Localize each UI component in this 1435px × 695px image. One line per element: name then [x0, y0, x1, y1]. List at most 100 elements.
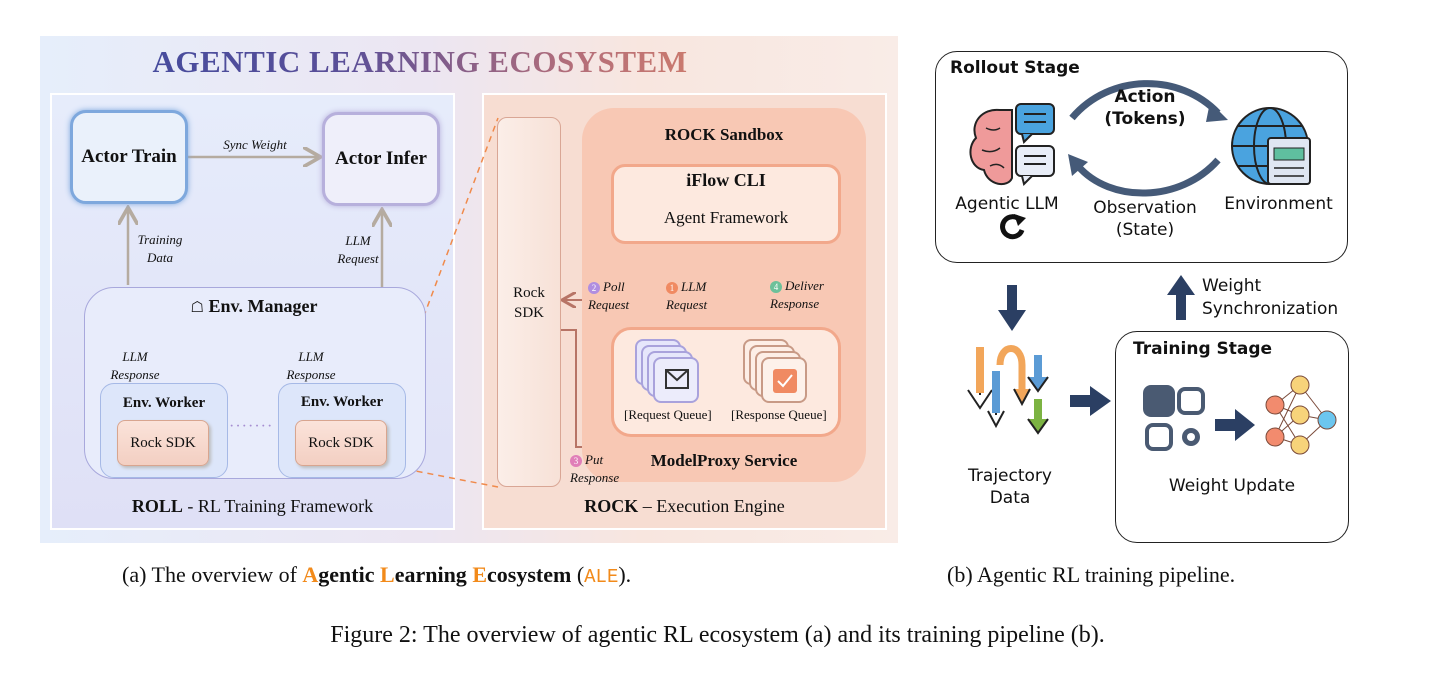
step-1-line2: Request — [666, 297, 708, 312]
weight-sync-label: Weight Synchronization — [1202, 275, 1352, 321]
rock-sdk-label: Rock SDK — [497, 283, 561, 323]
refresh-icon — [1000, 214, 1026, 240]
roll-footer-bold: ROLL — [131, 496, 183, 516]
pipeline-arrows — [967, 275, 1195, 435]
environment-label: Environment — [1224, 194, 1333, 214]
caption-a-letter-a: A — [302, 562, 319, 587]
rollout-illustration — [969, 80, 1311, 240]
step-3-badge: 3 — [570, 455, 582, 468]
response-queue-icon — [743, 339, 807, 403]
trajectory-line1: Trajectory — [968, 466, 1052, 486]
neural-network-icon — [1265, 375, 1337, 455]
observation-label: Observation (State) — [1080, 197, 1210, 241]
training-data-line2: Data — [147, 250, 173, 265]
caption-a-open: ( — [571, 562, 585, 587]
trajectory-icon — [967, 345, 1049, 435]
llm-request-label: LLM Request — [328, 232, 388, 268]
request-queue-icon — [635, 339, 699, 403]
llm-request-line2: Request — [337, 251, 379, 266]
caption-a-prefix: (a) The overview of — [122, 562, 303, 587]
step-4-badge: 4 — [770, 281, 782, 294]
llm-response-right-line2: Response — [286, 367, 336, 382]
step-1-badge: 1 — [666, 282, 678, 295]
hierarchy-icon: ☖ — [190, 300, 204, 316]
caption-a: (a) The overview of Agentic Learning Eco… — [122, 562, 631, 588]
rock-sdk-left: Rock SDK — [117, 420, 209, 466]
step-3-line2: Response — [570, 470, 620, 485]
step-2-line2: Request — [588, 297, 630, 312]
iflow-cli-title: iFlow CLI — [686, 170, 766, 190]
step-4-line2: Response — [770, 296, 820, 311]
action-arrowhead — [1206, 102, 1228, 122]
rock-sdk-line1: Rock — [513, 285, 545, 301]
roll-footer: ROLL - RL Training Framework — [50, 496, 455, 517]
observation-line2: (State) — [1115, 220, 1175, 240]
step-3-line1: Put — [585, 452, 604, 467]
figure-caption: Figure 2: The overview of agentic RL eco… — [330, 622, 1105, 648]
caption-a-letter-l: L — [380, 562, 395, 587]
llm-response-right-label: LLM Response — [276, 348, 346, 384]
llm-request-line1: LLM — [345, 233, 371, 248]
workers-ellipsis: ······· — [229, 418, 274, 435]
rock-footer-rest: – Execution Engine — [638, 496, 785, 516]
rollout-stage-title: Rollout Stage — [950, 58, 1080, 78]
iflow-cli-box — [611, 164, 841, 244]
chat-bubble-icon — [1015, 103, 1055, 186]
zoom-dash-top — [384, 117, 499, 421]
weight-update-label: Weight Update — [1168, 476, 1296, 496]
step-2-badge: 2 — [588, 282, 600, 295]
modelproxy-title: ModelProxy Service — [650, 451, 798, 470]
actor-infer-label: Actor Infer — [335, 148, 427, 169]
actor-infer-box: Actor Infer — [322, 112, 440, 206]
caption-b: (b) Agentic RL training pipeline. — [947, 562, 1236, 587]
rock-sdk-line2: SDK — [513, 305, 544, 321]
brain-icon — [969, 108, 1013, 186]
sync-weight-label: Sync Weight — [223, 137, 287, 152]
weight-sync-line2: Synchronization — [1202, 299, 1339, 319]
weight-sync-line1: Weight — [1202, 276, 1262, 296]
action-line1: Action — [1114, 87, 1176, 107]
actor-train-label: Actor Train — [81, 146, 177, 167]
observation-arrowhead — [1068, 154, 1088, 176]
env-manager-label: Env. Manager — [208, 296, 318, 316]
trajectory-data-label: Trajectory Data — [950, 465, 1070, 509]
training-data-line1: Training — [137, 232, 183, 247]
rock-sdk-column — [497, 117, 561, 487]
env-worker-left-title: Env. Worker — [122, 395, 206, 411]
llm-response-right-line1: LLM — [298, 349, 324, 364]
env-worker-right-title: Env. Worker — [300, 394, 384, 410]
rock-sdk-right: Rock SDK — [295, 420, 387, 466]
training-stage-title: Training Stage — [1133, 339, 1273, 359]
caption-a-earning: earning — [394, 562, 473, 587]
actor-train-box: Actor Train — [70, 110, 188, 204]
step-4-line1: Deliver — [785, 278, 824, 293]
training-stage-box — [1115, 331, 1349, 543]
globe-icon — [1231, 107, 1311, 185]
caption-a-close: ). — [618, 562, 632, 587]
llm-response-left-label: LLM Response — [100, 348, 170, 384]
roll-footer-rest: - RL Training Framework — [182, 496, 374, 516]
action-label: Action (Tokens) — [1080, 86, 1210, 130]
rollout-stage-box — [935, 51, 1348, 263]
request-queue-label: [Request Queue] — [624, 407, 712, 422]
settings-blocks-icon — [1143, 385, 1205, 451]
trajectory-line2: Data — [989, 488, 1031, 508]
down-arrow — [998, 285, 1026, 331]
caption-a-letter-e: E — [472, 562, 487, 587]
caption-a-abbr: ALE — [584, 566, 619, 588]
llm-response-left-line2: Response — [110, 367, 160, 382]
caption-a-gentic: gentic — [318, 562, 380, 587]
action-cycle-arrow — [1069, 80, 1221, 121]
step-1-line1: LLM — [681, 279, 707, 294]
step-2-line1: Poll — [603, 279, 625, 294]
weight-sync-up-arrow — [1167, 275, 1195, 320]
rock-footer-bold: ROCK — [584, 496, 639, 516]
response-queue-label: [Response Queue] — [731, 407, 827, 422]
agentic-llm-label: Agentic LLM — [955, 194, 1059, 214]
caption-a-cosystem: cosystem — [487, 562, 572, 587]
to-training-arrow — [1070, 386, 1111, 416]
training-illustration — [1143, 375, 1337, 455]
